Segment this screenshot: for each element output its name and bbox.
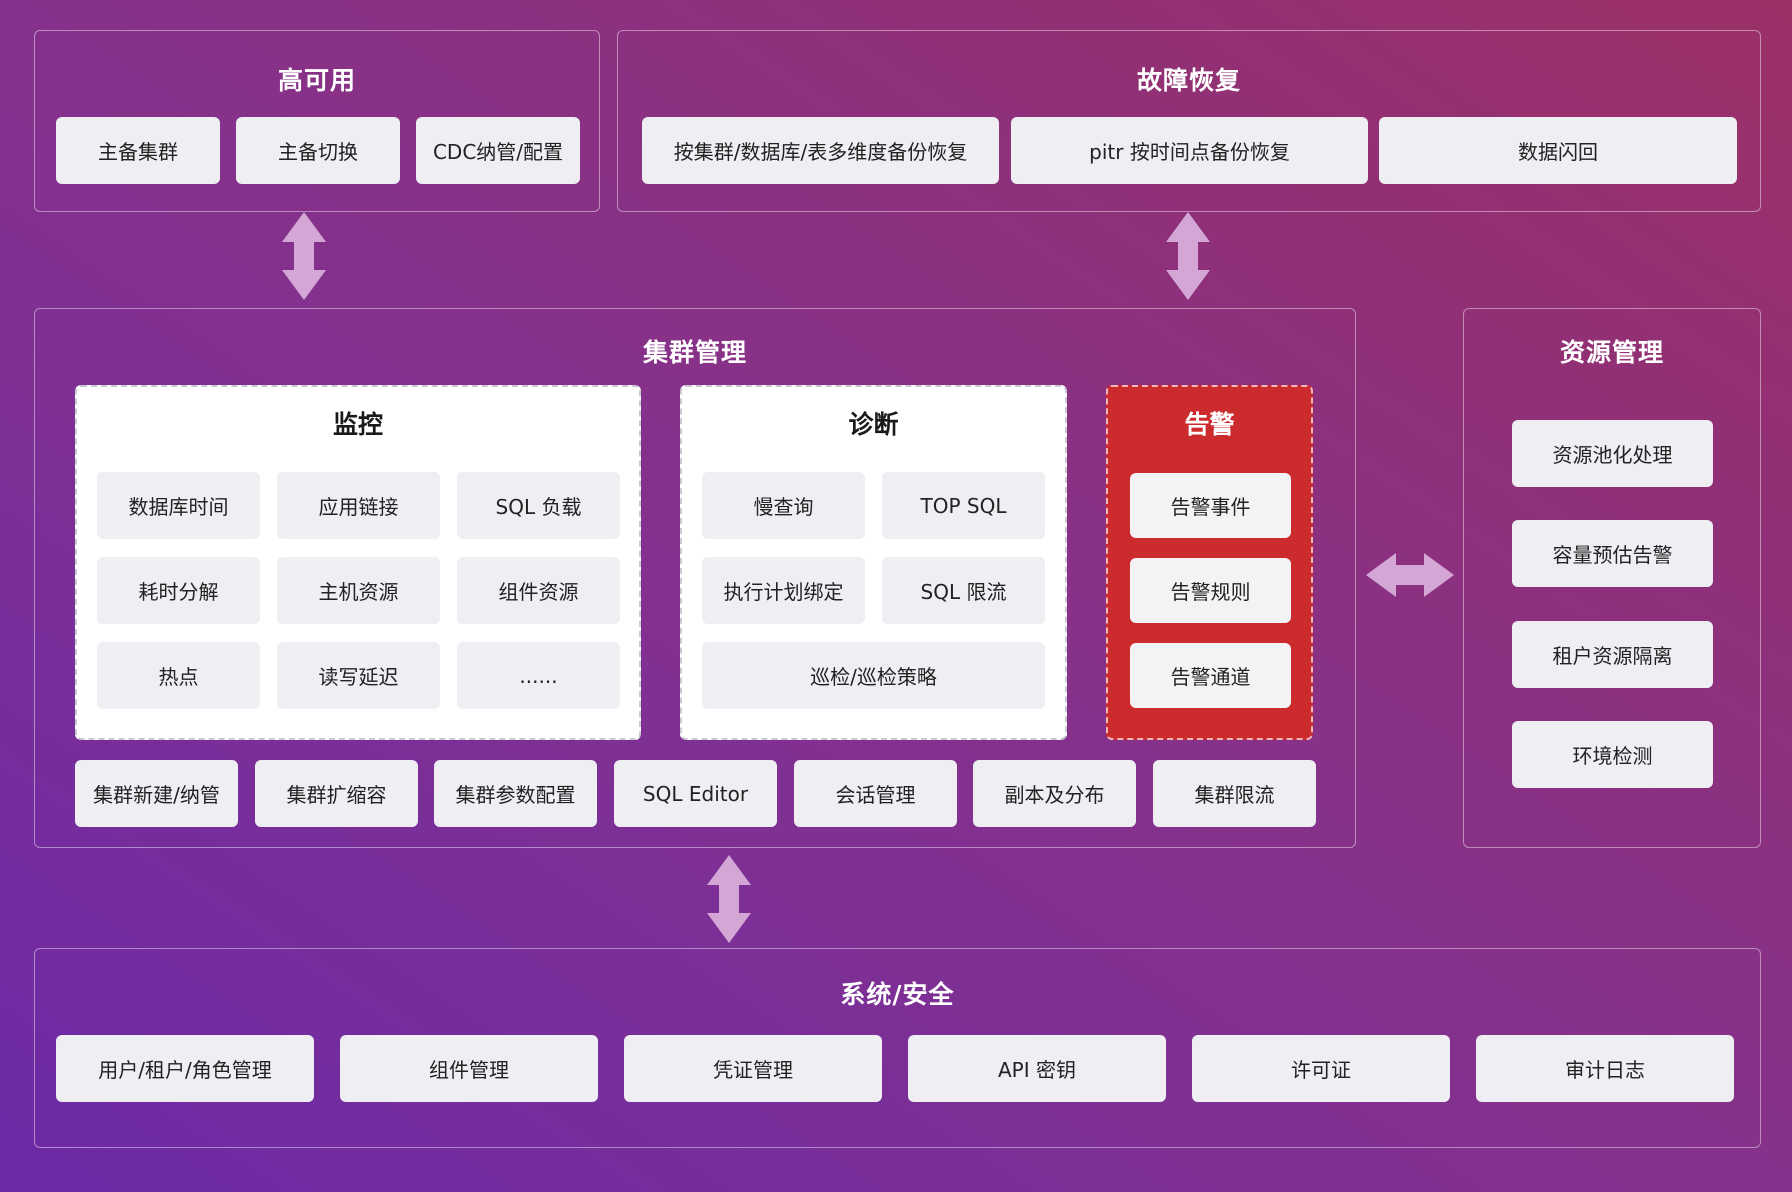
fr-item-pitr-backup[interactable]: pitr 按时间点备份恢复 (1011, 117, 1368, 184)
system-security-panel: 系统/安全 用户/租户/角色管理 组件管理 凭证管理 API 密钥 许可证 审计… (34, 948, 1761, 1148)
diagnosis-box: 诊断 慢查询 TOP SQL 执行计划绑定 SQL 限流 巡检/巡检策略 (680, 385, 1067, 740)
ha-item-cdc-config[interactable]: CDC纳管/配置 (416, 117, 580, 184)
cluster-item-scale[interactable]: 集群扩缩容 (255, 760, 418, 827)
cluster-item-throttle[interactable]: 集群限流 (1153, 760, 1316, 827)
diagnosis-item-top-sql[interactable]: TOP SQL (882, 472, 1045, 539)
diagnosis-title: 诊断 (848, 410, 899, 439)
cluster-item-replicas[interactable]: 副本及分布 (973, 760, 1136, 827)
resource-management-title: 资源管理 (1559, 338, 1664, 367)
monitoring-item-more[interactable]: ...... (457, 642, 620, 709)
resource-item-env-check[interactable]: 环境检测 (1512, 721, 1713, 788)
alerting-item-channels[interactable]: 告警通道 (1130, 643, 1291, 708)
monitoring-item-db-time[interactable]: 数据库时间 (97, 472, 260, 539)
cluster-resource-double-arrow-icon (1366, 553, 1454, 597)
alerting-title: 告警 (1184, 410, 1235, 439)
alerting-item-rules[interactable]: 告警规则 (1130, 558, 1291, 623)
cluster-item-sessions[interactable]: 会话管理 (794, 760, 957, 827)
ha-item-primary-standby-switch[interactable]: 主备切换 (236, 117, 400, 184)
monitoring-item-rw-latency[interactable]: 读写延迟 (277, 642, 440, 709)
monitoring-item-app-link[interactable]: 应用链接 (277, 472, 440, 539)
fault-recovery-panel: 故障恢复 按集群/数据库/表多维度备份恢复 pitr 按时间点备份恢复 数据闪回 (617, 30, 1761, 212)
system-security-title: 系统/安全 (840, 980, 955, 1009)
security-item-api-key[interactable]: API 密钥 (908, 1035, 1166, 1102)
monitoring-box: 监控 数据库时间 应用链接 SQL 负载 耗时分解 主机资源 组件资源 热点 读… (75, 385, 641, 740)
alerting-box: 告警 告警事件 告警规则 告警通道 (1106, 385, 1313, 740)
resource-item-pooling[interactable]: 资源池化处理 (1512, 420, 1713, 487)
ha-item-primary-standby-cluster[interactable]: 主备集群 (56, 117, 220, 184)
cluster-item-create-manage[interactable]: 集群新建/纳管 (75, 760, 238, 827)
diagnosis-item-slow-query[interactable]: 慢查询 (702, 472, 865, 539)
diagnosis-item-sql-throttle[interactable]: SQL 限流 (882, 557, 1045, 624)
fr-item-multi-dimension-backup[interactable]: 按集群/数据库/表多维度备份恢复 (642, 117, 999, 184)
resource-management-panel: 资源管理 资源池化处理 容量预估告警 租户资源隔离 环境检测 (1463, 308, 1761, 848)
monitoring-item-time-breakdown[interactable]: 耗时分解 (97, 557, 260, 624)
security-item-component-mgmt[interactable]: 组件管理 (340, 1035, 598, 1102)
fr-item-data-flashback[interactable]: 数据闪回 (1379, 117, 1737, 184)
security-item-user-tenant-role[interactable]: 用户/租户/角色管理 (56, 1035, 314, 1102)
fault-recovery-title: 故障恢复 (1136, 66, 1241, 95)
ha-cluster-double-arrow-icon (282, 212, 326, 300)
monitoring-item-component-resource[interactable]: 组件资源 (457, 557, 620, 624)
monitoring-item-sql-load[interactable]: SQL 负载 (457, 472, 620, 539)
alerting-item-events[interactable]: 告警事件 (1130, 473, 1291, 538)
resource-item-capacity-alert[interactable]: 容量预估告警 (1512, 520, 1713, 587)
cluster-management-title: 集群管理 (642, 338, 747, 367)
security-item-credential-mgmt[interactable]: 凭证管理 (624, 1035, 882, 1102)
monitoring-item-hotspot[interactable]: 热点 (97, 642, 260, 709)
diagnosis-item-plan-binding[interactable]: 执行计划绑定 (702, 557, 865, 624)
high-availability-panel: 高可用 主备集群 主备切换 CDC纳管/配置 (34, 30, 600, 212)
security-item-audit-log[interactable]: 审计日志 (1476, 1035, 1734, 1102)
fr-cluster-double-arrow-icon (1166, 212, 1210, 300)
high-availability-title: 高可用 (277, 66, 356, 95)
cluster-item-params[interactable]: 集群参数配置 (434, 760, 597, 827)
cluster-item-sql-editor[interactable]: SQL Editor (614, 760, 777, 827)
monitoring-title: 监控 (332, 410, 383, 439)
resource-item-tenant-isolation[interactable]: 租户资源隔离 (1512, 621, 1713, 688)
cluster-system-double-arrow-icon (707, 855, 751, 943)
monitoring-item-host-resource[interactable]: 主机资源 (277, 557, 440, 624)
security-item-license[interactable]: 许可证 (1192, 1035, 1450, 1102)
diagnosis-item-inspection[interactable]: 巡检/巡检策略 (702, 642, 1045, 709)
cluster-management-panel: 集群管理 (34, 308, 1356, 848)
